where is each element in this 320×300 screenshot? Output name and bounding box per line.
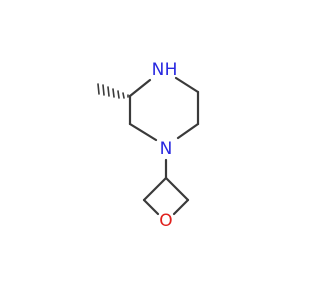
molecule-structure: N H N O bbox=[97, 60, 200, 231]
bond-c3-n4 bbox=[128, 78, 152, 98]
atom-nh-hydrogen: H bbox=[165, 60, 178, 80]
bond-n4-c5 bbox=[174, 76, 200, 94]
atom-o-label: O bbox=[159, 211, 172, 231]
bond-oxetane-c2-o bbox=[142, 198, 160, 216]
bond-n1-c2 bbox=[128, 122, 158, 142]
atom-n-label: N bbox=[160, 139, 173, 159]
bond-c6-n1 bbox=[176, 122, 200, 140]
stereo-hashed-wedge bbox=[97, 83, 129, 99]
molecule-canvas: N H N O bbox=[97, 60, 200, 231]
bond-oxetane-c4-o bbox=[172, 198, 190, 216]
bond-oxetane-c3-c4 bbox=[164, 176, 190, 202]
atom-nh-label: N bbox=[152, 60, 165, 80]
bond-oxetane-c3-c2 bbox=[142, 176, 168, 202]
